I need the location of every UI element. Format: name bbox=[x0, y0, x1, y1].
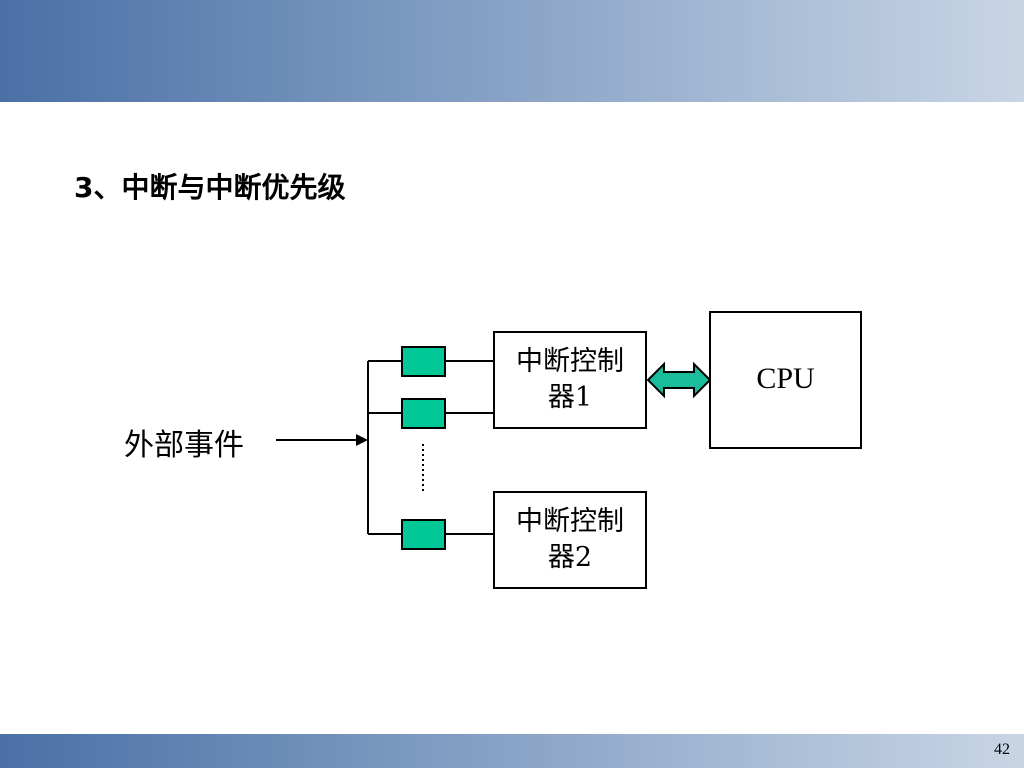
latch-1 bbox=[401, 346, 446, 377]
bidirectional-arrow bbox=[646, 361, 712, 399]
cpu-label: CPU bbox=[756, 362, 815, 395]
interrupt-controller-2: 中断控制器2 bbox=[493, 491, 647, 589]
controller-1-label: 中断控制器1 bbox=[516, 346, 624, 413]
controller-2-label: 中断控制器2 bbox=[516, 506, 624, 573]
slide-title: 3、中断与中断优先级 bbox=[74, 171, 346, 204]
latch-3 bbox=[401, 519, 446, 550]
header-band bbox=[0, 0, 1024, 102]
footer-band bbox=[0, 734, 1024, 768]
external-event-label: 外部事件 bbox=[124, 428, 244, 463]
event-arrow-head bbox=[356, 434, 368, 446]
latch-2 bbox=[401, 398, 446, 429]
interrupt-controller-1: 中断控制器1 bbox=[493, 331, 647, 429]
page-number: 42 bbox=[994, 741, 1010, 758]
cpu-box: CPU bbox=[709, 311, 862, 449]
